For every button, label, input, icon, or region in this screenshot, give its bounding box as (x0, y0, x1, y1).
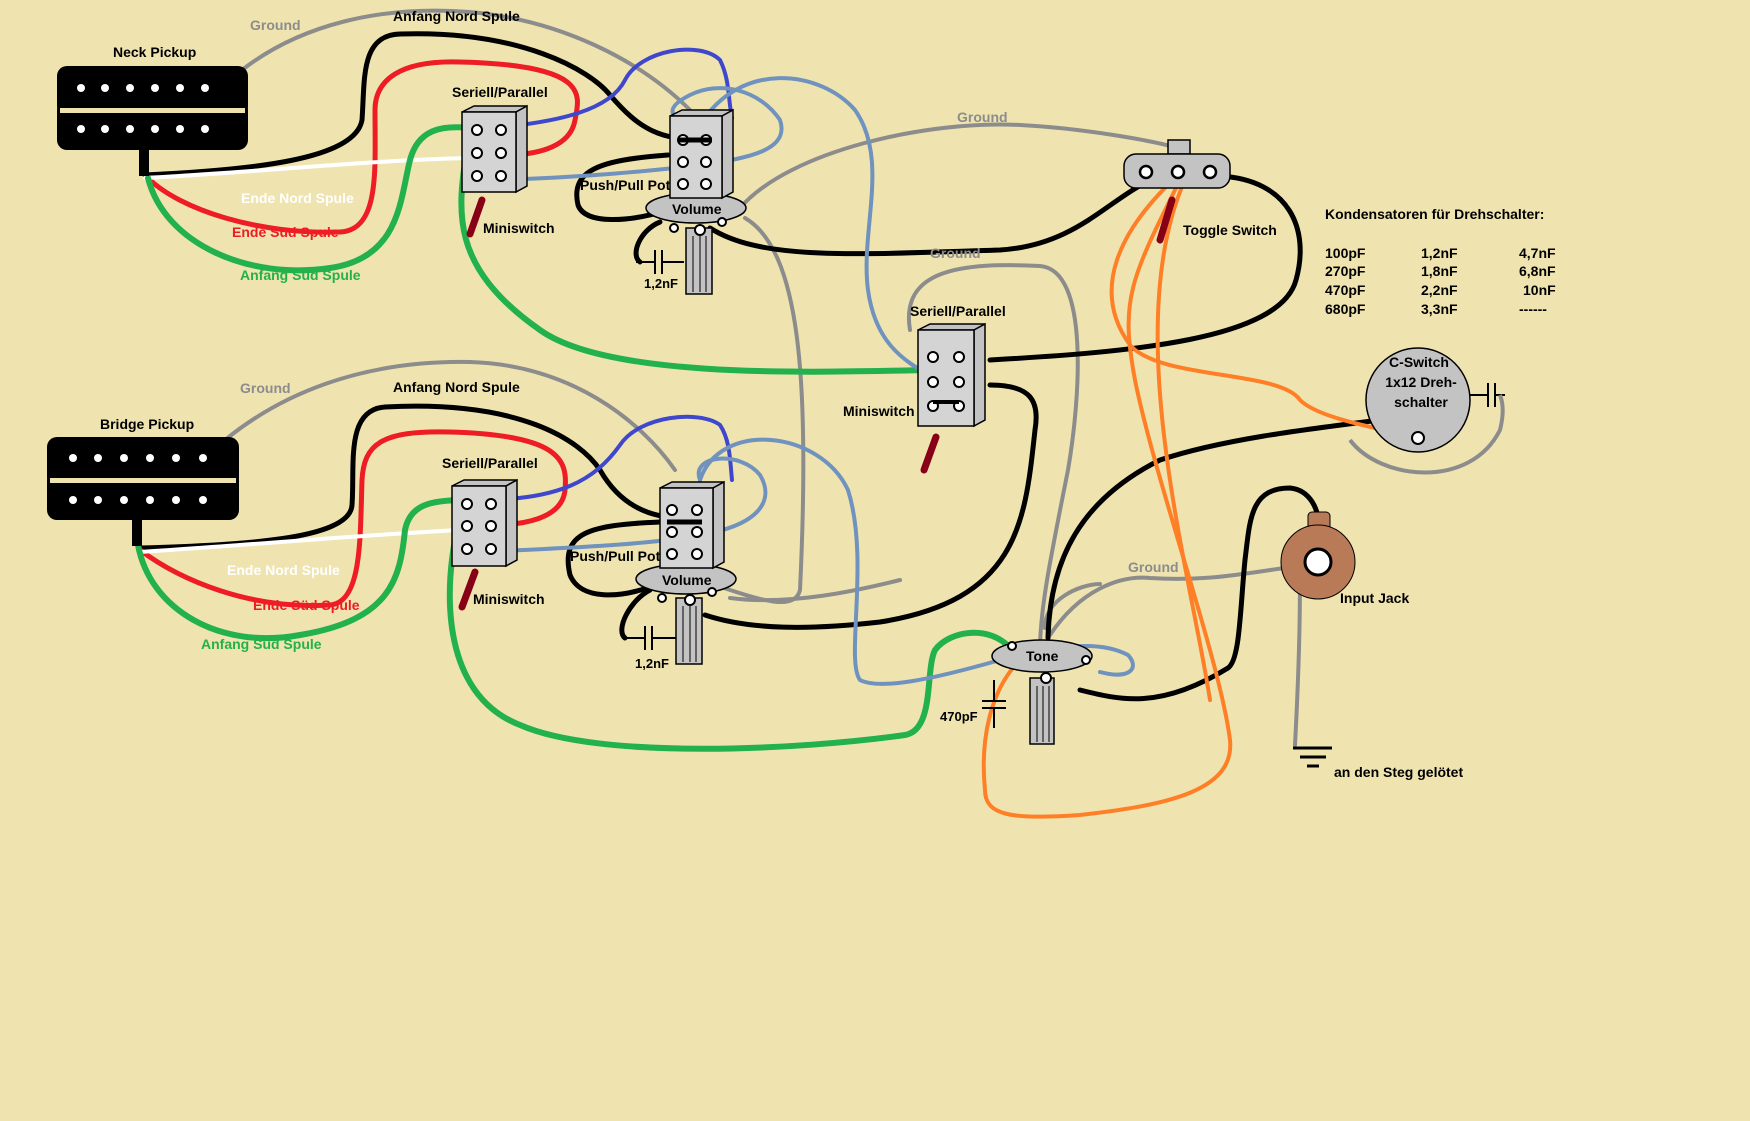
bridge-ende-sued-label: Ende Süd Spule (253, 597, 360, 613)
bridge-blue-wire (478, 414, 734, 502)
cap-cell: 10nF (1523, 282, 1556, 298)
neck-ende-sued-wire (145, 59, 580, 235)
toggle-orange-wire-3 (1155, 180, 1212, 702)
neck-ground-label: Ground (250, 17, 301, 33)
mid-sp-miniswitch (917, 322, 986, 474)
neck-miniswitch-label: Miniswitch (483, 220, 555, 236)
cap-cell: ------ (1519, 301, 1547, 317)
neck-capacitor (636, 250, 684, 274)
cswitch-label-2: 1x12 Dreh- (1385, 374, 1457, 390)
input-jack-label: Input Jack (1340, 590, 1409, 606)
cap-cell: 100pF (1325, 245, 1366, 261)
cap-cell: 680pF (1325, 301, 1366, 317)
toggle-ground-wire (738, 122, 1180, 210)
neck-cap-label: 1,2nF (644, 276, 678, 291)
bridge-pushpull-label: Push/Pull Pot (570, 548, 661, 564)
tone-cap-label: 470pF (940, 709, 978, 724)
bridge-cap-wire (619, 587, 653, 641)
mid-sp-label: Seriell/Parallel (910, 303, 1006, 319)
cswitch-label-1: C-Switch (1389, 354, 1449, 370)
neck-sp-miniswitch (461, 104, 528, 238)
neck-anfang-nord-label: Anfang Nord Spule (393, 8, 520, 24)
bridge-anfang-nord-label: Anfang Nord Spule (393, 379, 520, 395)
mid-to-tone-wire (702, 382, 1039, 630)
capacitor-table: Kondensatoren für Drehschalter: 100pF 1,… (1325, 206, 1556, 317)
toggle-orange-wire-1 (1109, 176, 1420, 440)
mid-ground-label: Ground (930, 245, 981, 261)
cswitch-capacitor (1470, 383, 1505, 407)
capacitor-table-title: Kondensatoren für Drehschalter: (1325, 206, 1544, 222)
vol-to-toggle-wire-neck (707, 173, 1163, 257)
neck-cap-wire (633, 219, 663, 265)
bridge-anfang-sued-label: Anfang Süd Spule (201, 636, 322, 652)
vol-ground-wire-neck (713, 216, 806, 605)
bridge-miniswitch-label: Miniswitch (473, 591, 545, 607)
cap-cell: 470pF (1325, 282, 1366, 298)
toggle-switch-label: Toggle Switch (1183, 222, 1277, 238)
ground-symbol (1293, 746, 1332, 768)
input-jack (1280, 511, 1356, 600)
bridge-anfang-sued-wire (135, 497, 1013, 752)
bridge-ende-sued-wire (137, 429, 568, 609)
bridge-ende-nord-wire (138, 528, 462, 554)
neck-sp-label: Seriell/Parallel (452, 84, 548, 100)
bridge-volume-label: Volume (662, 572, 712, 588)
bridge-sp-label: Seriell/Parallel (442, 455, 538, 471)
neck-pushpull-label: Push/Pull Pot (580, 177, 671, 193)
cap-cell: 2,2nF (1421, 282, 1458, 298)
tone-to-cswitch-wire (1045, 417, 1383, 641)
neck-pushpull-loop (574, 152, 671, 222)
tone-to-jack-wire (1077, 485, 1321, 702)
cap-cell: 1,2nF (1421, 245, 1458, 261)
mid-ground-wire (906, 263, 1080, 652)
tone-pot (991, 639, 1093, 745)
bridge-sp-miniswitch (451, 478, 518, 611)
bridge-pushpull-loop (565, 519, 663, 598)
cap-cell: 4,7nF (1519, 245, 1556, 261)
tone-capacitor (982, 680, 1006, 728)
cap-cell: 3,3nF (1421, 301, 1458, 317)
bridge-lightblue-wire (480, 437, 1135, 686)
tone-ground-wire (1042, 582, 1102, 630)
toggle-switch (1123, 139, 1231, 244)
bridge-capacitor (622, 626, 676, 650)
neck-volume-label: Volume (672, 201, 722, 217)
c-switch (1348, 347, 1505, 475)
neck-ende-nord-label: Ende Nord Spule (241, 190, 354, 206)
bridge-volume-pot (635, 480, 737, 665)
bridge-anfang-nord-wire (137, 403, 695, 551)
bridge-pickup-label: Bridge Pickup (100, 416, 194, 432)
toggle-to-mid-wire (987, 173, 1303, 363)
mid-miniswitch-label: Miniswitch (843, 403, 915, 419)
cswitch-label-3: schalter (1394, 394, 1448, 410)
neck-ende-sued-label: Ende Süd Spule (232, 224, 339, 240)
neck-anfang-sued-label: Anfang Süd Spule (240, 267, 361, 283)
tone-ground-wire-jack (1048, 564, 1302, 637)
tone-label: Tone (1026, 648, 1059, 664)
bridge-ground-wire (223, 359, 677, 472)
bridge-cap-label: 1,2nF (635, 656, 669, 671)
neck-anfang-nord-wire (142, 31, 709, 178)
cap-cell: 6,8nF (1519, 263, 1556, 279)
neck-lightblue-wire (490, 76, 937, 380)
vol-ground-wire-bridge (728, 578, 902, 603)
cap-cell: 1,8nF (1421, 263, 1458, 279)
neck-pickup (57, 66, 248, 176)
bridge-ende-nord-label: Ende Nord Spule (227, 562, 340, 578)
toggle-ground-label: Ground (957, 109, 1008, 125)
bridge-pickup (47, 437, 239, 546)
neck-ende-nord-wire (143, 156, 472, 180)
neck-blue-wire (490, 47, 734, 130)
cap-cell: 270pF (1325, 263, 1366, 279)
bridge-ground-label: Ground (240, 380, 291, 396)
ground-note-label: an den Steg gelötet (1334, 764, 1463, 780)
neck-volume-pot (645, 108, 747, 295)
neck-anfang-sued-wire (145, 124, 933, 375)
jack-ground-label: Ground (1128, 559, 1179, 575)
toggle-orange-wire-2 (981, 178, 1233, 819)
neck-pickup-label: Neck Pickup (113, 44, 196, 60)
